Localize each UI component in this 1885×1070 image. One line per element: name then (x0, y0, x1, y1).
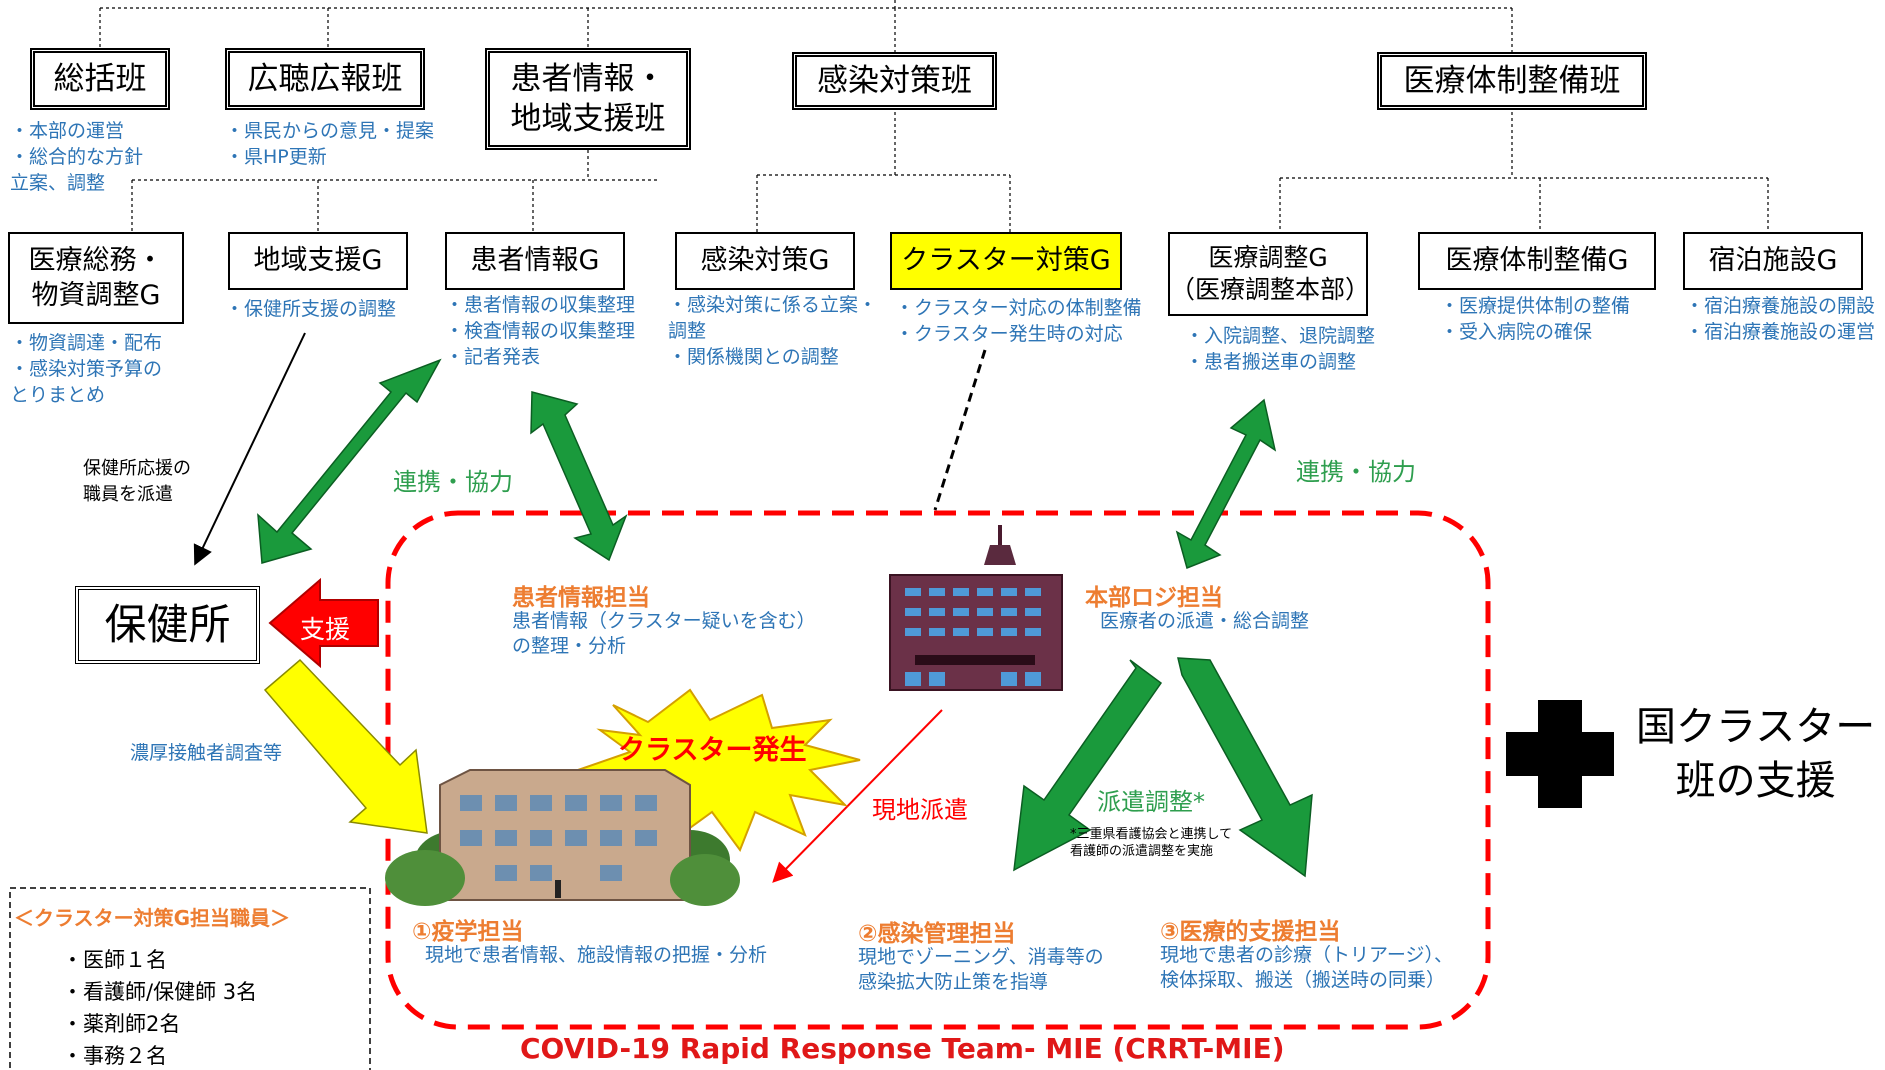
group-medical-coord-box: 医療調整G （医療調整本部） (1168, 232, 1371, 316)
dispatch-note: *三重県看護協会と連携して 看護師の派遣調整を実施 (1070, 827, 1233, 859)
group-patient-info-box: 患者情報G (445, 232, 625, 290)
group-infection-desc: ・感染対策に係る立案・ 調整 ・関係機関との調整 (668, 294, 878, 368)
team-patient-info-box: 患者情報・ 地域支援班 (485, 48, 691, 150)
group-medical-coord-desc: ・入院調整、退院調整 ・患者搬送車の調整 (1185, 325, 1376, 373)
dispatch-arrow (193, 332, 306, 566)
role-medical-support-desc: 現地で患者の診療（トリアージ）、 検体採取、搬送（搬送時の同乗） (1160, 944, 1453, 991)
onsite-dispatch-arrow (772, 709, 943, 883)
cluster-g-link-line (933, 349, 987, 511)
national-support-cross (1506, 700, 1614, 808)
group-general-affairs-title: 医療総務・ 物資調整G (28, 244, 164, 311)
cluster-outbreak-label: クラスター発生 (618, 735, 807, 766)
dispatch-coord-label: 派遣調整* (1097, 788, 1205, 816)
staff-box (9, 887, 371, 1070)
team-general-box: 総括班 (30, 48, 170, 110)
support-label: 支援 (300, 615, 351, 644)
group-cluster-title: クラスター対策G (901, 245, 1111, 277)
health-center-title: 保健所 (104, 599, 231, 649)
team-infection-title: 感染対策班 (817, 62, 972, 99)
crrt-team-name: COVID-19 Rapid Response Team- MIE (CRRT-… (520, 1032, 1285, 1065)
staff-item: ・事務２名 (62, 1044, 167, 1068)
staff-item: ・看護師/保健師 3名 (62, 980, 258, 1004)
health-center-box: 保健所 (75, 586, 260, 664)
group-infection-title: 感染対策G (700, 245, 830, 277)
group-medical-system-box: 医療体制整備G (1418, 232, 1656, 290)
dispatch-arrow-right (1177, 657, 1313, 878)
hq-building-icon (889, 525, 1063, 691)
team-medical-system-box: 医療体制整備班 (1377, 52, 1647, 110)
group-medical-coord-title: 医療調整G （医療調整本部） (1170, 242, 1371, 305)
role-infection-control-desc: 現地でゾーニング、消毒等の 感染拡大防止策を指導 (858, 946, 1104, 993)
group-lodging-box: 宿泊施設G (1683, 232, 1863, 290)
group-regional-support-title: 地域支援G (253, 245, 383, 277)
group-medical-system-title: 医療体制整備G (1445, 245, 1629, 277)
dispatch-arrow-left (1013, 659, 1163, 872)
staff-title: ＜クラスター対策G担当職員＞ (14, 906, 291, 930)
role-epidemiology-desc: 現地で患者情報、施設情報の把握・分析 (425, 944, 768, 966)
role-medical-support-title: ③医療的支援担当 (1160, 919, 1341, 945)
coop-arrow-center (530, 391, 628, 562)
cooperation-left-label: 連携・協力 (393, 468, 513, 496)
team-infection-box: 感染対策班 (792, 52, 997, 110)
group-general-affairs-box: 医療総務・ 物資調整G (8, 232, 184, 324)
team-general-desc: ・本部の運営 ・総合的な方針 立案、調整 (10, 120, 144, 194)
group-patient-info-title: 患者情報G (470, 245, 600, 277)
team-pr-box: 広聴広報班 (225, 48, 425, 110)
role-epidemiology-title: ①疫学担当 (412, 919, 524, 945)
team-general-title: 総括班 (53, 60, 147, 97)
team-patient-info-title: 患者情報・ 地域支援班 (510, 60, 666, 137)
contact-survey-label: 濃厚接触者調査等 (130, 742, 283, 764)
group-infection-box: 感染対策G (675, 232, 855, 290)
team-pr-title: 広聴広報班 (247, 60, 403, 97)
group-lodging-desc: ・宿泊療養施設の開設 ・宿泊療養施設の運営 (1685, 295, 1876, 343)
team-pr-desc: ・県民からの意見・提案 ・県HP更新 (225, 120, 435, 168)
site-building-icon (385, 769, 740, 906)
cooperation-right-label: 連携・協力 (1296, 458, 1416, 486)
national-support-label: 国クラスター 班の支援 (1636, 704, 1876, 804)
role-logistics-title: 本部ロジ担当 (1085, 585, 1223, 611)
role-logistics-desc: 医療者の派遣・総合調整 (1100, 610, 1310, 632)
group-medical-system-desc: ・医療提供体制の整備 ・受入病院の確保 (1440, 295, 1631, 343)
group-regional-support-desc: ・保健所支援の調整 (225, 298, 397, 320)
group-general-affairs-desc: ・物資調達・配布 ・感染対策予算の とりまとめ (10, 332, 163, 406)
support-arrow (268, 577, 379, 669)
group-cluster-desc: ・クラスター対応の体制整備 ・クラスター発生時の対応 (895, 297, 1142, 345)
coop-arrow-left (257, 358, 442, 564)
team-medical-system-title: 医療体制整備班 (1403, 62, 1621, 99)
contact-survey-arrow (263, 658, 428, 834)
group-lodging-title: 宿泊施設G (1708, 245, 1838, 277)
staff-item: ・医師１名 (62, 948, 167, 972)
group-regional-support-box: 地域支援G (228, 232, 408, 290)
dispatch-staff-label: 保健所応援の 職員を派遣 (83, 458, 191, 505)
staff-item: ・薬剤師2名 (62, 1012, 181, 1036)
crrt-frame (385, 510, 1491, 1030)
onsite-dispatch-label: 現地派遣 (872, 796, 968, 824)
role-patient-info-desc: 患者情報（クラスター疑いを含む） の整理・分析 (512, 610, 816, 657)
role-patient-info-title: 患者情報担当 (512, 585, 650, 611)
coop-arrow-right (1175, 398, 1277, 570)
role-infection-control-title: ②感染管理担当 (858, 921, 1016, 947)
group-patient-info-desc: ・患者情報の収集整理 ・検査情報の収集整理 ・記者発表 (445, 294, 636, 368)
group-cluster-box: クラスター対策G (890, 232, 1122, 290)
org-connector-lines (99, 0, 1769, 232)
